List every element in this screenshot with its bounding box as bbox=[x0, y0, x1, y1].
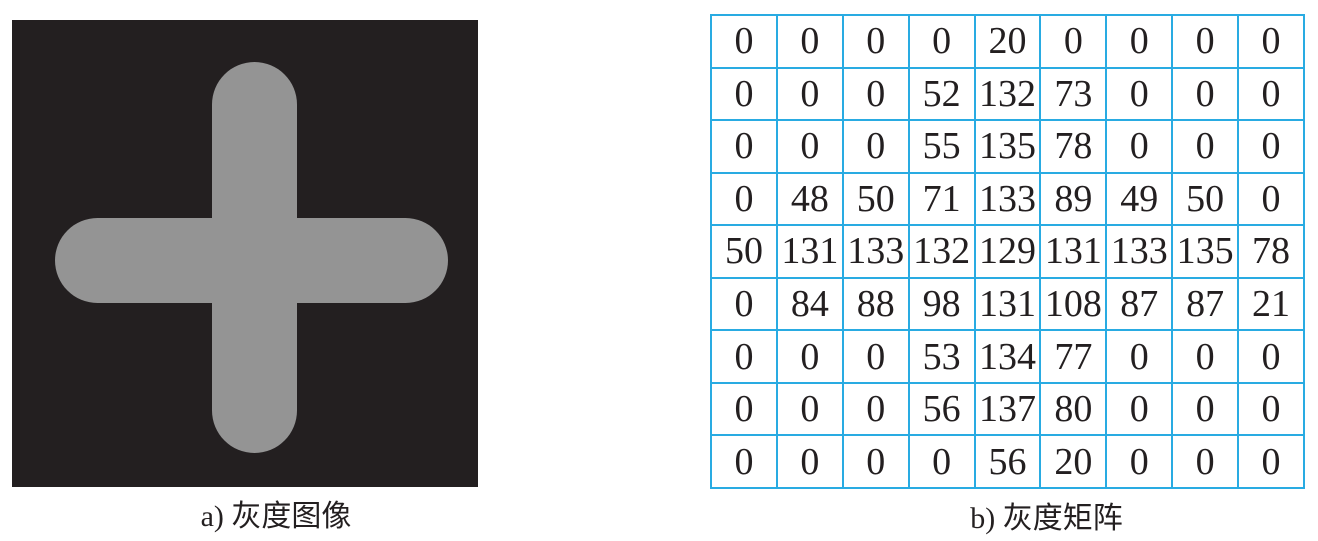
matrix-cell: 50 bbox=[1171, 171, 1239, 227]
matrix-cell: 52 bbox=[907, 66, 976, 122]
matrix-cell: 21 bbox=[1237, 276, 1305, 332]
matrix-cell: 87 bbox=[1105, 276, 1174, 332]
matrix-cell: 131 bbox=[973, 276, 1042, 332]
matrix-cell: 0 bbox=[907, 14, 976, 69]
matrix-cell: 133 bbox=[973, 171, 1042, 227]
matrix-cell: 0 bbox=[1171, 329, 1239, 384]
matrix-cell: 0 bbox=[775, 119, 844, 174]
matrix-cell: 0 bbox=[710, 171, 778, 227]
matrix-cell: 0 bbox=[710, 434, 778, 489]
matrix-cell: 135 bbox=[973, 119, 1042, 174]
matrix-cell: 87 bbox=[1171, 276, 1239, 332]
matrix-cell: 0 bbox=[775, 434, 844, 489]
matrix-cell: 0 bbox=[1105, 329, 1174, 384]
matrix-cell: 0 bbox=[1237, 434, 1305, 489]
matrix-cell: 0 bbox=[1171, 14, 1239, 69]
matrix-cell: 48 bbox=[775, 171, 844, 227]
matrix-cell: 132 bbox=[907, 224, 976, 279]
matrix-cell: 137 bbox=[973, 381, 1042, 437]
matrix-cell: 108 bbox=[1039, 276, 1108, 332]
matrix-cell: 0 bbox=[1237, 381, 1305, 437]
matrix-cell: 0 bbox=[1237, 14, 1305, 69]
matrix-cell: 0 bbox=[841, 14, 910, 69]
matrix-cell: 0 bbox=[1039, 14, 1108, 69]
matrix-cell: 0 bbox=[1105, 66, 1174, 122]
matrix-cell: 0 bbox=[907, 434, 976, 489]
matrix-cell: 0 bbox=[1237, 329, 1305, 384]
matrix-cell: 0 bbox=[710, 381, 778, 437]
matrix-cell: 0 bbox=[841, 329, 910, 384]
grayscale-image bbox=[12, 20, 478, 487]
matrix-cell: 0 bbox=[1171, 434, 1239, 489]
matrix-cell: 0 bbox=[1237, 66, 1305, 122]
matrix-cell: 89 bbox=[1039, 171, 1108, 227]
matrix-cell: 0 bbox=[710, 276, 778, 332]
matrix-cell: 0 bbox=[710, 14, 778, 69]
matrix-cell: 0 bbox=[710, 66, 778, 122]
matrix-cell: 80 bbox=[1039, 381, 1108, 437]
matrix-cell: 0 bbox=[1105, 381, 1174, 437]
matrix-cell: 78 bbox=[1039, 119, 1108, 174]
matrix-cell: 0 bbox=[841, 66, 910, 122]
matrix-cell: 0 bbox=[775, 14, 844, 69]
caption-grayscale-matrix: b) 灰度矩阵 bbox=[970, 502, 1123, 535]
plus-cross-shape bbox=[55, 62, 448, 453]
matrix-cell: 98 bbox=[907, 276, 976, 332]
matrix-cell: 132 bbox=[973, 66, 1042, 122]
matrix-cell: 129 bbox=[973, 224, 1042, 279]
matrix-cell: 0 bbox=[1237, 171, 1305, 227]
matrix-cell: 0 bbox=[1105, 119, 1174, 174]
matrix-cell: 56 bbox=[907, 381, 976, 437]
matrix-cell: 135 bbox=[1171, 224, 1239, 279]
matrix-cell: 0 bbox=[775, 329, 844, 384]
matrix-cell: 0 bbox=[1171, 381, 1239, 437]
matrix-cell: 53 bbox=[907, 329, 976, 384]
matrix-cell: 77 bbox=[1039, 329, 1108, 384]
matrix-cell: 88 bbox=[841, 276, 910, 332]
matrix-cell: 0 bbox=[1237, 119, 1305, 174]
caption-grayscale-image: a) 灰度图像 bbox=[200, 500, 352, 533]
matrix-cell: 84 bbox=[775, 276, 844, 332]
matrix-cell: 55 bbox=[907, 119, 976, 174]
matrix-cell: 0 bbox=[775, 381, 844, 437]
matrix-cell: 0 bbox=[775, 66, 844, 122]
matrix-cell: 133 bbox=[841, 224, 910, 279]
matrix-cell: 0 bbox=[1105, 434, 1174, 489]
matrix-cell: 0 bbox=[841, 434, 910, 489]
matrix-cell: 78 bbox=[1237, 224, 1305, 279]
matrix-cell: 56 bbox=[973, 434, 1042, 489]
matrix-cell: 0 bbox=[841, 119, 910, 174]
matrix-cell: 134 bbox=[973, 329, 1042, 384]
matrix-cell: 71 bbox=[907, 171, 976, 227]
matrix-cell: 0 bbox=[1171, 119, 1239, 174]
matrix-cell: 49 bbox=[1105, 171, 1174, 227]
matrix-cell: 131 bbox=[1039, 224, 1108, 279]
matrix-cell: 50 bbox=[841, 171, 910, 227]
matrix-cell: 0 bbox=[710, 119, 778, 174]
matrix-cell: 0 bbox=[1171, 66, 1239, 122]
matrix-cell: 20 bbox=[1039, 434, 1108, 489]
matrix-cell: 0 bbox=[841, 381, 910, 437]
matrix-cell: 0 bbox=[1105, 14, 1174, 69]
matrix-cell: 0 bbox=[710, 329, 778, 384]
matrix-cell: 133 bbox=[1105, 224, 1174, 279]
matrix-cell: 50 bbox=[710, 224, 778, 279]
matrix-cell: 131 bbox=[775, 224, 844, 279]
matrix-cell: 20 bbox=[973, 14, 1042, 69]
matrix-cell: 73 bbox=[1039, 66, 1108, 122]
